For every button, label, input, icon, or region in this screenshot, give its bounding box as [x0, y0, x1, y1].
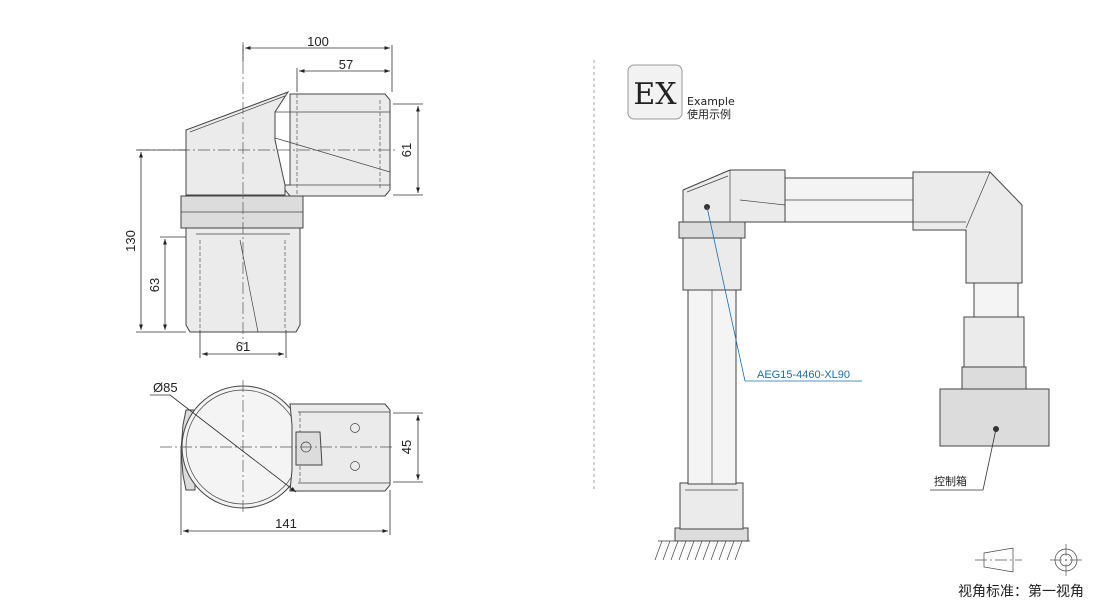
- dim-100: 100: [307, 34, 329, 49]
- control-box-label: 控制箱: [934, 474, 967, 488]
- dim-dia85: Ø85: [153, 380, 178, 395]
- first-angle-symbol: 视角标准：第一视角: [958, 544, 1084, 600]
- dim-141: 141: [275, 516, 297, 531]
- example-title: Example: [687, 95, 735, 108]
- example-assembly: 控制箱 AEG15-4460-XL90: [654, 169, 1050, 561]
- dim-61-bottom: 61: [236, 339, 250, 354]
- dim-63: 63: [147, 278, 162, 292]
- top-view: Ø85 45 141: [150, 380, 423, 535]
- example-subtitle: 使用示例: [687, 107, 731, 121]
- part-number-label: AEG15-4460-XL90: [757, 369, 850, 381]
- dim-61-right: 61: [399, 143, 414, 157]
- dim-57: 57: [339, 57, 353, 72]
- example-mark: EX: [633, 77, 677, 112]
- view-standard-label: 视角标准：第一视角: [958, 583, 1084, 600]
- example-badge: EX Example 使用示例: [627, 64, 735, 121]
- front-view: 100 57 61 130 63 61: [123, 34, 423, 358]
- dim-130: 130: [123, 230, 138, 252]
- dim-45: 45: [399, 440, 414, 454]
